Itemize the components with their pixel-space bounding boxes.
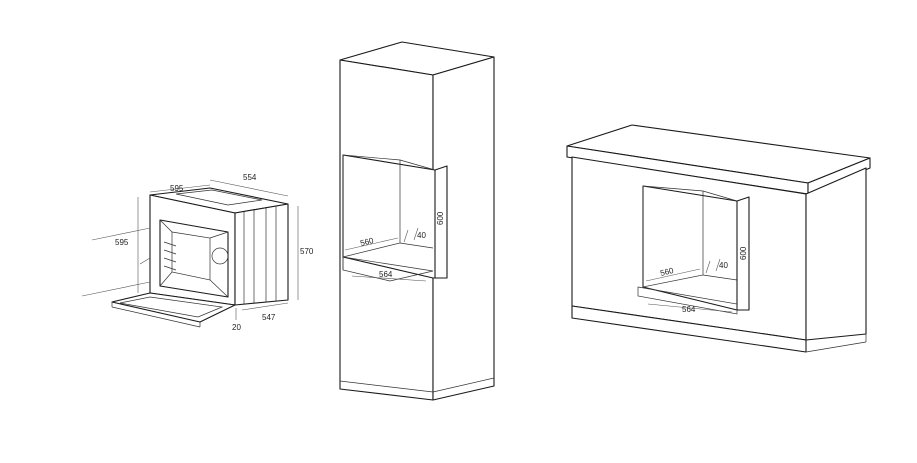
oven-front-height-label: 595 [115,238,129,247]
base-cabinet-width-label: 564 [682,305,696,314]
tall-cabinet-depth-label: 560 [359,236,375,248]
oven-drawing [81,179,299,328]
tall-cabinet-height-label: 600 [436,211,445,225]
base-cabinet-gap-label: 40 [719,261,728,270]
oven-front-width-label: 595 [170,184,184,193]
oven-depth-label: 547 [262,313,276,322]
tall-cabinet-drawing [339,41,495,401]
base-cabinet-height-label: 600 [739,246,748,260]
tall-cabinet-gap-label: 40 [417,231,426,240]
oven-door-gap-label: 20 [232,323,241,332]
tall-cabinet-width-label: 564 [379,270,393,279]
base-cabinet-drawing [566,124,871,353]
oven-top-width-label: 554 [243,173,257,182]
oven-side-height-label: 570 [300,247,314,256]
base-cabinet-depth-label: 560 [659,266,675,278]
